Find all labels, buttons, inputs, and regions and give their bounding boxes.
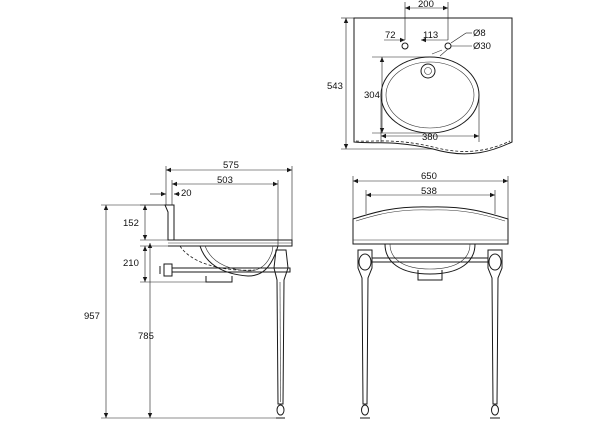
top-drain-inner: [424, 67, 432, 75]
dim-right-offset: 113: [423, 30, 438, 41]
top-tap-hole-right: [444, 42, 452, 50]
top-slab-outline: [353, 17, 513, 155]
side-waste: [205, 276, 233, 283]
side-leg: [273, 249, 289, 405]
side-upstand: [164, 204, 175, 241]
dim-rim-height: 785: [138, 331, 154, 342]
dim-top-depth: 543: [327, 81, 343, 92]
front-waste: [417, 270, 443, 281]
dim-bowl-width: 380: [422, 132, 438, 143]
front-slab: [352, 206, 509, 245]
side-rail: [167, 267, 291, 273]
top-tap-hole-left: [401, 42, 409, 50]
dim-upstand-height: 152: [123, 218, 139, 229]
dim-front-width: 650: [421, 171, 437, 182]
dim-total-height: 957: [84, 311, 100, 322]
front-leg-left: [357, 249, 373, 405]
side-rail-end: [163, 263, 173, 277]
top-front-edge-dashed: [355, 140, 511, 152]
front-bowl: [384, 243, 476, 275]
dim-front-inner-width: 538: [421, 186, 437, 197]
top-drain: [420, 63, 436, 79]
side-basin: [199, 245, 279, 277]
dim-side-depth: 575: [223, 160, 239, 171]
dim-left-offset: 72: [385, 30, 396, 41]
dim-side-bowl-depth: 503: [217, 175, 233, 186]
front-view: 650 538: [352, 171, 509, 419]
top-view: 200 72 113 Ø8 Ø30 543 304 380: [327, 0, 513, 155]
dim-tap-hole-small: Ø8: [473, 28, 486, 39]
side-view: 575 503 20 152 210 957 785: [84, 160, 293, 419]
dim-bowl-depth: 304: [364, 90, 380, 101]
dim-basin-height: 210: [123, 258, 139, 269]
dim-rim-offset: 20: [181, 188, 192, 199]
dim-tap-spacing: 200: [418, 0, 434, 10]
dim-tap-hole-large: Ø30: [473, 41, 491, 52]
side-bowl-hidden: [179, 245, 256, 271]
top-bowl-inner: [385, 61, 475, 129]
front-leg-right: [487, 249, 503, 405]
